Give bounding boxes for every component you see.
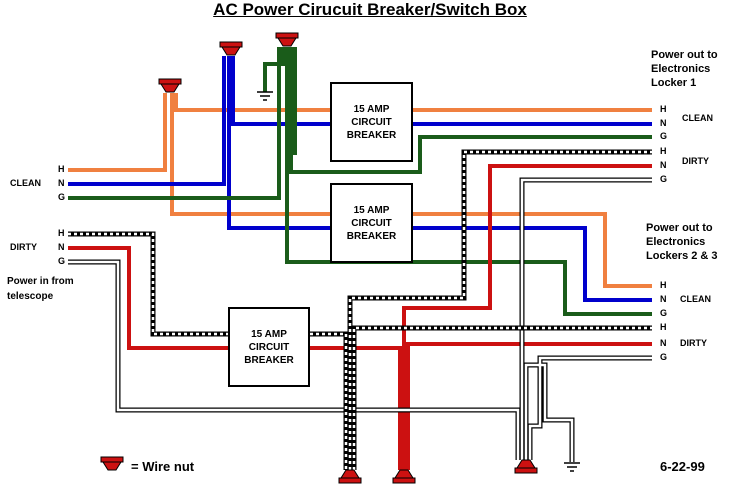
input-dirty-g: G	[58, 256, 66, 266]
ground-wire	[68, 47, 652, 316]
circuit-breaker-2: 15 AMP CIRCUIT BREAKER	[330, 183, 413, 263]
output2-title-1: Power out to	[646, 222, 713, 234]
legend-wire-nut-icon	[100, 456, 124, 471]
input-clean-h: H	[58, 164, 65, 174]
breaker-label: CIRCUIT	[351, 217, 392, 229]
breaker-label: BREAKER	[346, 129, 397, 141]
input-clean-n: N	[58, 178, 65, 188]
ground-symbol-top	[257, 91, 273, 101]
output2-dirty-label: DIRTY	[680, 338, 707, 348]
ground-symbol-bottom	[564, 462, 580, 472]
output1-clean-g: G	[660, 131, 668, 141]
breaker-label: BREAKER	[244, 354, 294, 366]
output2-clean-g: G	[660, 308, 668, 318]
diagram-date: 6-22-99	[660, 459, 705, 474]
input-clean-label: CLEAN	[10, 178, 41, 188]
circuit-breaker-3: 15 AMP CIRCUIT BREAKER	[228, 307, 310, 387]
output2-dirty-g: G	[660, 352, 668, 362]
circuit-breaker-1: 15 AMP CIRCUIT BREAKER	[330, 82, 413, 162]
power-in-label-1: Power in from	[7, 276, 74, 287]
clean-hot-wire	[68, 93, 652, 288]
dirty-ground-wire	[68, 177, 652, 462]
output1-clean-h: H	[660, 104, 667, 114]
output2-dirty-h: H	[660, 322, 667, 332]
input-clean-g: G	[58, 192, 66, 202]
breaker-rating: 15 AMP	[353, 204, 390, 216]
breaker-label: BREAKER	[346, 230, 397, 242]
output2-dirty-n: N	[660, 338, 667, 348]
breaker-label: CIRCUIT	[351, 116, 392, 128]
output1-title-3: Locker 1	[651, 77, 697, 89]
diagram-title: AC Power Cirucuit Breaker/Switch Box	[213, 0, 527, 19]
output1-title-2: Electronics	[651, 63, 711, 75]
power-in-label-2: telescope	[7, 291, 54, 302]
output1-dirty-g: G	[660, 174, 668, 184]
output2-title-3: Lockers 2 & 3	[646, 250, 718, 262]
breaker-rating: 15 AMP	[353, 103, 390, 115]
input-dirty-n: N	[58, 242, 65, 252]
wire-nut-icon	[275, 32, 299, 47]
output1-dirty-n: N	[660, 160, 667, 170]
wire-nut-icon	[392, 469, 416, 484]
output1-dirty-label: DIRTY	[682, 156, 709, 166]
wire-nut-icon	[158, 78, 182, 93]
wire-nut-icon	[514, 459, 538, 474]
legend-wire-nut-label: = Wire nut	[131, 459, 195, 474]
clean-neutral-wire	[68, 56, 652, 302]
output1-dirty-h: H	[660, 146, 667, 156]
dirty-hot-wire	[68, 149, 652, 470]
breaker-rating: 15 AMP	[251, 328, 287, 340]
output1-clean-n: N	[660, 118, 667, 128]
output2-clean-h: H	[660, 280, 667, 290]
output2-clean-n: N	[660, 294, 667, 304]
breaker-label: CIRCUIT	[248, 341, 290, 353]
output1-clean-label: CLEAN	[682, 113, 713, 123]
dirty-neutral-wire	[68, 164, 652, 470]
input-dirty-h: H	[58, 228, 65, 238]
output2-title-2: Electronics	[646, 236, 706, 248]
output1-title-1: Power out to	[651, 49, 718, 61]
wire-nut-icon	[219, 41, 243, 56]
input-dirty-label: DIRTY	[10, 242, 37, 252]
wire-nut-icon	[338, 469, 362, 484]
output2-clean-label: CLEAN	[680, 294, 711, 304]
